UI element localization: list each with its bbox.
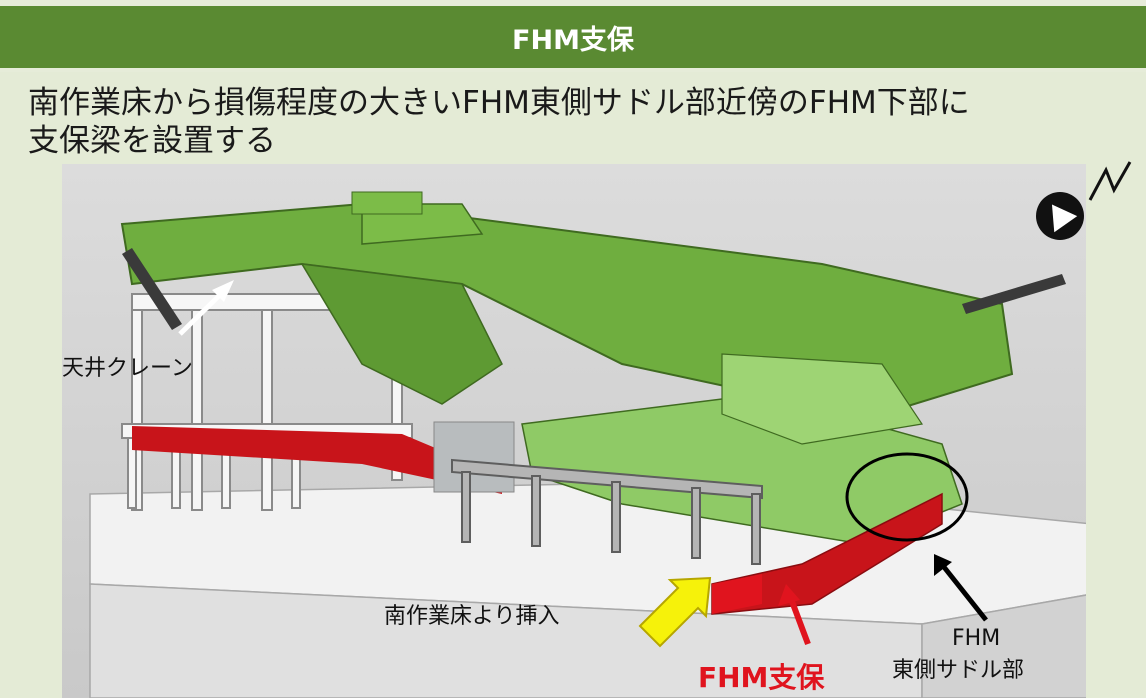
gray-equipment (433, 421, 515, 493)
description-line-2: 支保梁を設置する (28, 123, 276, 159)
north-arrow-icon (1036, 161, 1132, 240)
page-title: FHM支保 (512, 24, 634, 56)
saddle-highlight-ellipse (845, 452, 969, 542)
fhm-support-beam (711, 492, 943, 615)
red-support-beams (132, 426, 502, 494)
saddle-label-line-2: 東側サドル部 (892, 658, 1025, 683)
north-compass (1030, 160, 1140, 250)
crane-label: 天井クレーン (62, 356, 193, 381)
description: 南作業床から損傷程度の大きいFHM東側サドル部近傍のFHM下部に 支保梁を設置す… (28, 84, 1128, 160)
insert-label: 南作業床より挿入 (384, 604, 560, 629)
insert-direction-arrow (638, 576, 712, 648)
cad-illustration (62, 164, 1086, 698)
support-label: FHM支保 (698, 661, 825, 694)
title-bar: FHM支保 (0, 6, 1146, 68)
description-line-1: 南作業床から損傷程度の大きいFHM東側サドル部近傍のFHM下部に (28, 85, 970, 121)
steel-frame (451, 458, 763, 565)
crane-pointer-arrow (178, 280, 234, 336)
saddle-pointer-arrow (934, 554, 988, 622)
cad-figure: 天井クレーン 南作業床より挿入 FHM 東側サドル部 (62, 164, 1086, 698)
saddle-label-line-1: FHM (952, 626, 1001, 651)
support-pointer-arrow (778, 584, 811, 646)
crane-rails (122, 248, 1066, 330)
